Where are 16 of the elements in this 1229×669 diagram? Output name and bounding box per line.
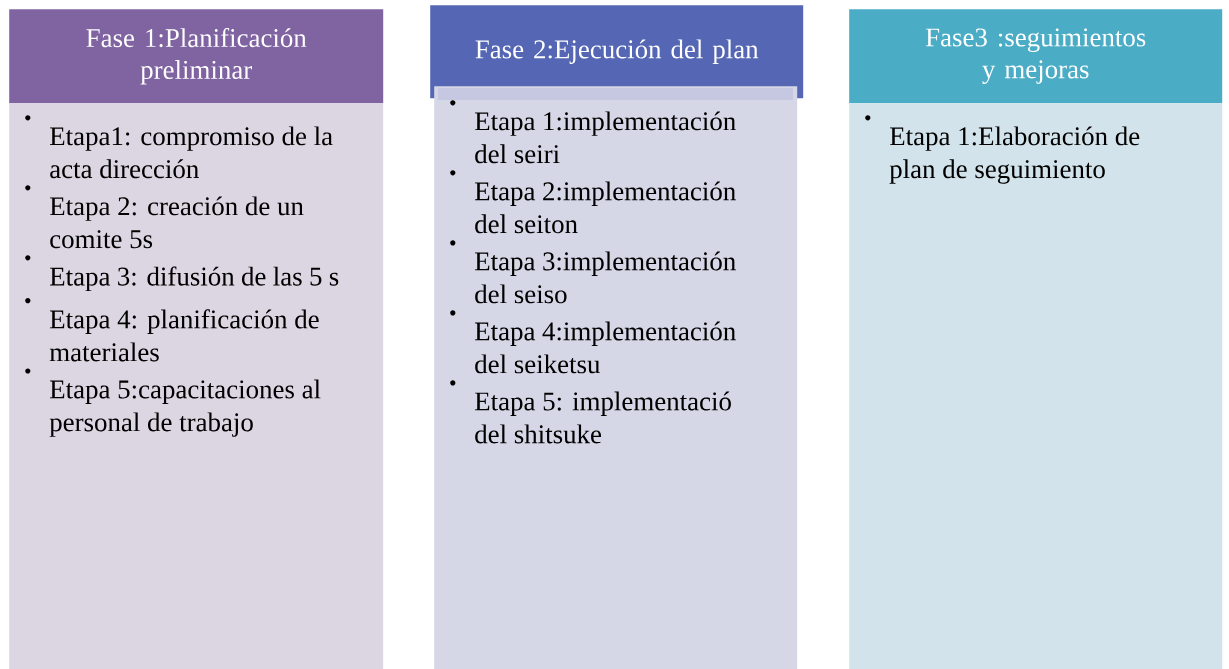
list-item: Etapa 5: implementació del shitsuke: [450, 380, 731, 444]
list-item: Etapa 1:Elaboración de plan de seguimiento: [865, 115, 1140, 184]
phase-body: [849, 103, 1223, 669]
phase-header: Fase 1:Planificación preliminar: [9, 9, 384, 104]
list-item: Etapa 2: creación de un comite 5s: [25, 185, 304, 249]
list-item: Etapa 4: planificación de materiales: [25, 298, 319, 362]
list-item: Etapa 3: difusión de las 5 s: [25, 255, 339, 292]
phase-body: [434, 86, 798, 669]
list-item: Etapa1: compromiso de la acta dirección: [25, 115, 333, 179]
phase-body: [9, 103, 384, 669]
phase-header: Fase3 :seguimientos y mejoras: [849, 9, 1223, 104]
list-item: Etapa 4:implementación del seiketsu: [450, 310, 736, 374]
list-item: Etapa 2:implementación del seiton: [450, 170, 736, 234]
list-item: Etapa 5:capacitaciones al personal de trabajo: [25, 368, 321, 437]
list-item: Etapa 3:implementación del seiso: [450, 240, 736, 304]
list-item: Etapa 1:implementación del seiri: [450, 100, 736, 164]
